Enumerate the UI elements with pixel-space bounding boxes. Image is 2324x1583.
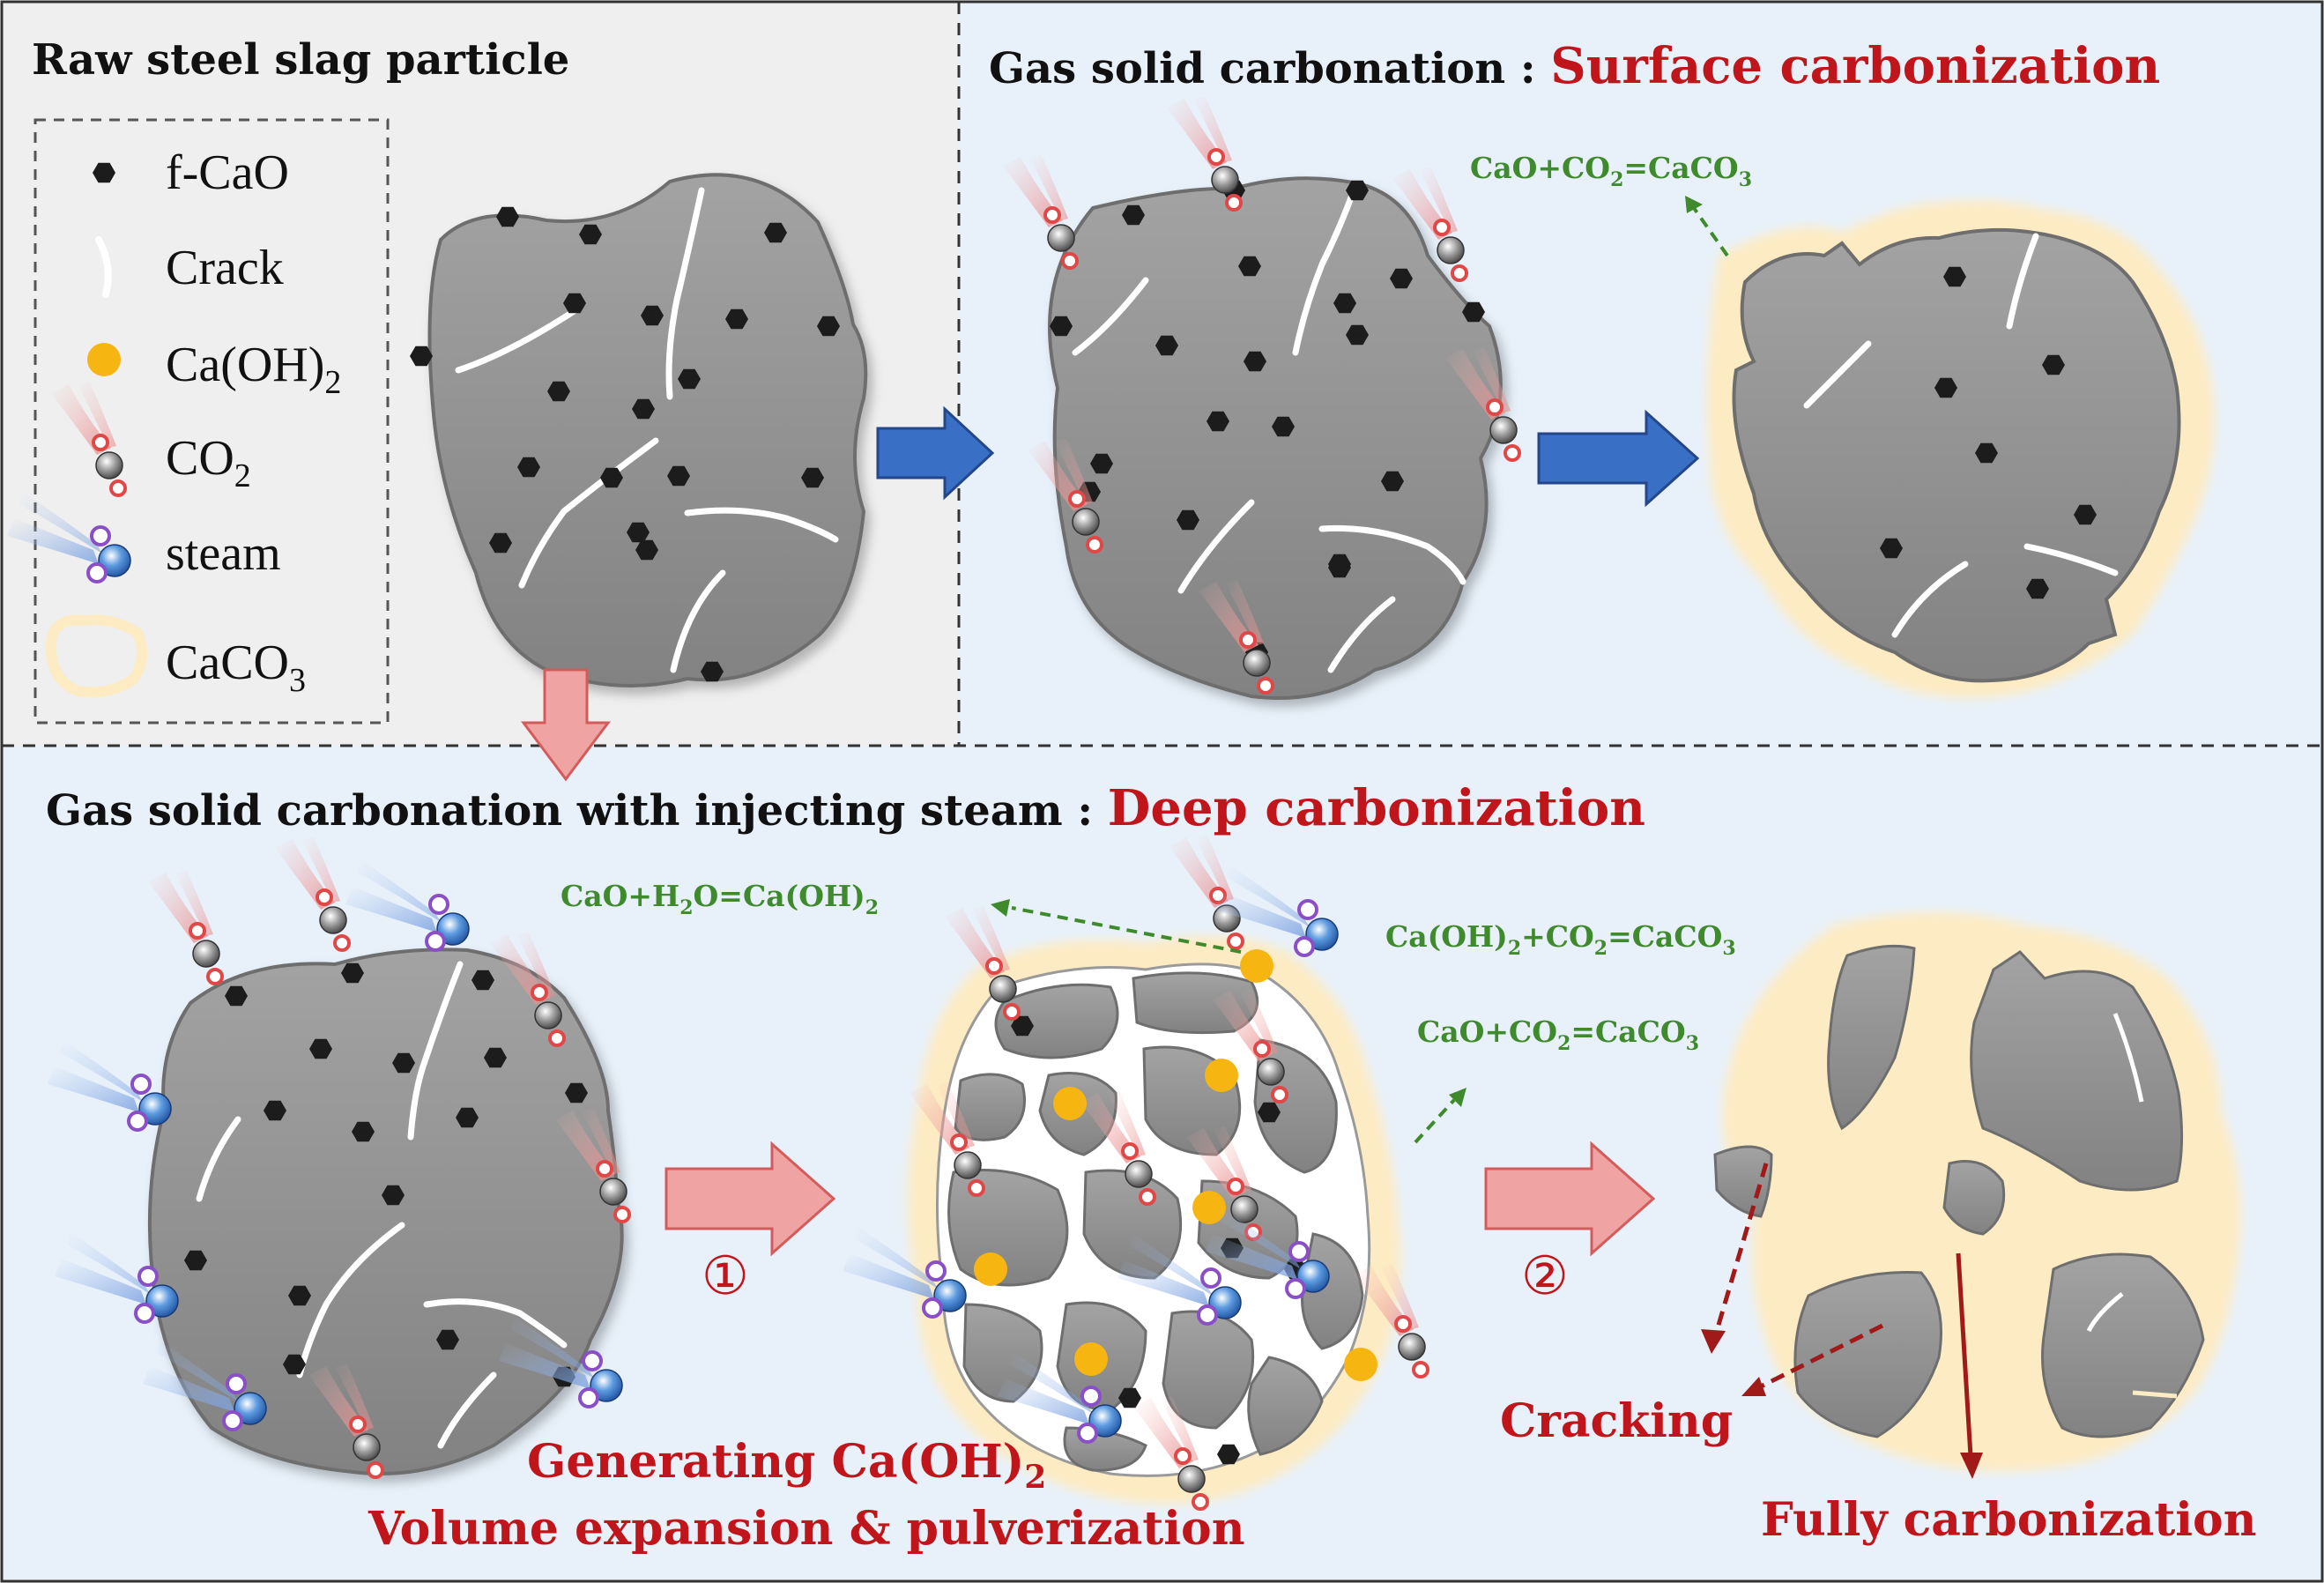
fragmented-particle xyxy=(1713,912,2241,1472)
legend-label-caco3: CaCO3 xyxy=(166,635,306,699)
fully-arrowhead xyxy=(1960,1453,1983,1479)
deep-panel-title: Gas solid carbonation with injecting ste… xyxy=(46,779,1645,837)
cracking-arrow-1 xyxy=(1714,1163,1769,1332)
legend-box xyxy=(33,118,390,725)
eq-surface-co2: CaO+CO2=CaCO3 xyxy=(1470,151,1752,191)
fully-arrow xyxy=(1956,1252,1973,1457)
deep-particle-cracks xyxy=(196,961,568,1449)
pink-arrow-step2 xyxy=(1484,1141,1656,1257)
cracking-arrowhead-2 xyxy=(1741,1377,1766,1396)
surface-panel-title: Gas solid carbonation : Surface carboniz… xyxy=(989,37,2160,95)
legend-item-crack: Crack xyxy=(95,236,284,298)
blue-arrow-1 xyxy=(876,405,995,501)
legend: f-CaO Crack Ca(OH)2 CO2 steam CaCO3 xyxy=(5,118,390,725)
eq-hydration-arrowhead xyxy=(991,899,1010,917)
eq-surface-arrowhead xyxy=(1685,196,1703,213)
eq-surface-arrow xyxy=(1692,206,1729,257)
expansion-label: Volume expansion & pulverization xyxy=(368,1502,1245,1556)
raw-particle-cracks xyxy=(455,187,839,673)
pink-arrow-step1 xyxy=(665,1141,836,1257)
eq-deep-co2: CaO+CO2=CaCO3 xyxy=(1417,1014,1699,1055)
cracking-label: Cracking xyxy=(1500,1394,1733,1448)
raw-panel-title: Raw steel slag particle xyxy=(32,35,569,85)
legend-item-co2: CO2 xyxy=(49,381,251,497)
legend-label-caoh2: Ca(OH)2 xyxy=(166,338,341,401)
eq-deep-co2-arrowhead-left xyxy=(1449,1088,1466,1107)
legend-label-co2: CO2 xyxy=(166,431,251,494)
legend-item-caoh2: Ca(OH)2 xyxy=(87,338,341,401)
crack-line-icon xyxy=(95,236,112,298)
legend-item-steam: steam xyxy=(5,490,281,583)
raw-particle xyxy=(427,173,868,687)
step-two-label: ② xyxy=(1521,1245,1569,1307)
eq-hydration-arrow xyxy=(1011,906,1242,954)
legend-label-crack: Crack xyxy=(166,241,284,295)
caco3-shell-icon xyxy=(45,614,148,698)
fully-carbonization-label: Fully carbonization xyxy=(1761,1493,2256,1547)
cracking-arrowhead-1 xyxy=(1701,1329,1726,1354)
blue-arrow-2 xyxy=(1537,409,1700,508)
eq-hydration: CaO+H2O=Ca(OH)2 xyxy=(561,879,879,919)
legend-label-fcao: f-CaO xyxy=(166,145,289,200)
legend-label-steam: steam xyxy=(166,526,281,581)
pink-arrow-down xyxy=(521,668,611,782)
eq-deep-co2-arrow-left xyxy=(1414,1098,1456,1144)
cracking-arrow-2 xyxy=(1757,1323,1884,1390)
ca-oh-2-dot-icon xyxy=(87,343,121,376)
surface-carbonated-particle xyxy=(1706,200,2215,698)
generating-label: Generating Ca(OH)2 xyxy=(527,1435,1046,1496)
surface-particle-cracks xyxy=(1072,187,1466,673)
legend-item-caco3: CaCO3 xyxy=(45,614,306,699)
legend-item-fcao: f-CaO xyxy=(93,145,289,200)
eq-caoh-co2: Ca(OH)2+CO2=CaCO3 xyxy=(1385,919,1736,960)
step-one-label: ① xyxy=(702,1245,749,1307)
